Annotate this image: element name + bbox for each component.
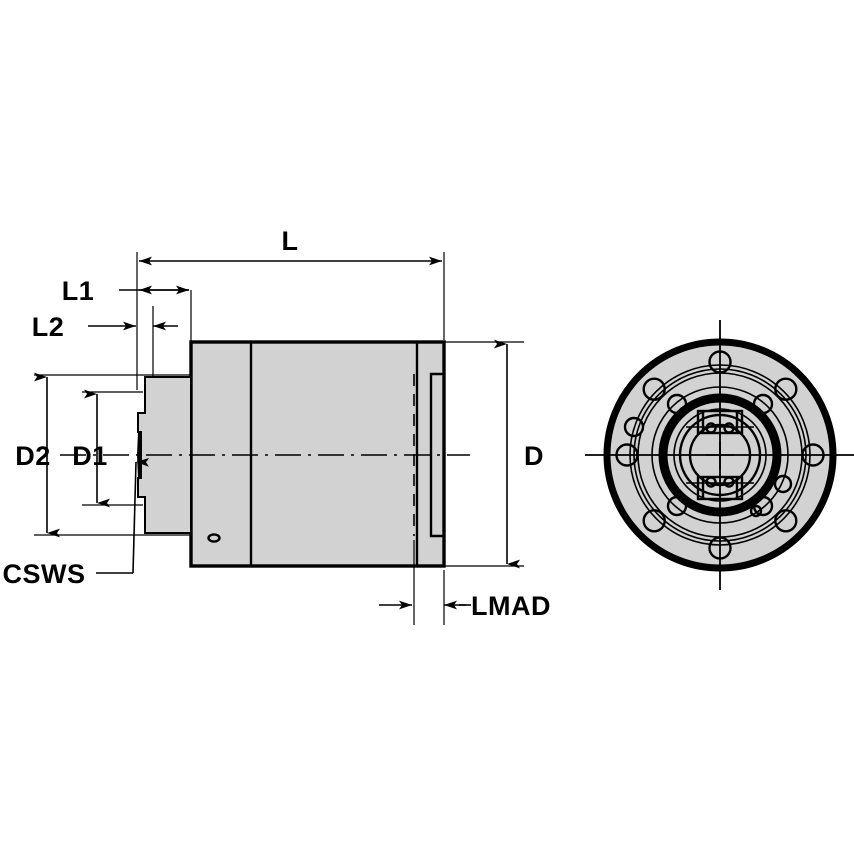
- lmad-groove-outline: [429, 372, 444, 538]
- callout-CSWS-label: CSWS: [3, 559, 86, 589]
- dimension-LMAD-label: LMAD: [471, 591, 551, 621]
- drive-pin-hole: [705, 422, 717, 434]
- dimension-L1-label: L1: [62, 276, 95, 306]
- csws-seat-lower: [137, 455, 141, 478]
- pin-hole: [749, 504, 763, 518]
- main-body-outline: [189, 340, 446, 568]
- drive-pin-hole: [723, 422, 735, 434]
- dimension-L2: L2: [32, 306, 178, 378]
- dimension-D1-label: D1: [72, 441, 108, 471]
- dimension-L1: L1: [62, 276, 192, 344]
- front-view-group: [585, 320, 854, 590]
- coolant-hole: [207, 533, 221, 543]
- drive-pin-hole: [705, 476, 717, 488]
- dimension-D2-label: D2: [15, 441, 51, 471]
- drive-pin-hole: [723, 476, 735, 488]
- dimension-LMAD: LMAD: [379, 540, 551, 625]
- dimension-L2-label: L2: [32, 312, 65, 342]
- dimension-D-label: D: [524, 441, 544, 471]
- dimension-L-label: L: [282, 226, 299, 256]
- dimension-D2: D2: [15, 372, 191, 538]
- side-view-group: [60, 340, 470, 568]
- dimension-L: L: [136, 226, 445, 390]
- callout-CSWS: CSWS: [3, 457, 150, 589]
- csws-seat-upper: [137, 432, 141, 455]
- csws-leader-diagonal: [132, 457, 150, 574]
- bolt-hole-small: [773, 474, 793, 494]
- dimension-D: D: [444, 339, 544, 569]
- dimension-D1: D1: [72, 389, 143, 508]
